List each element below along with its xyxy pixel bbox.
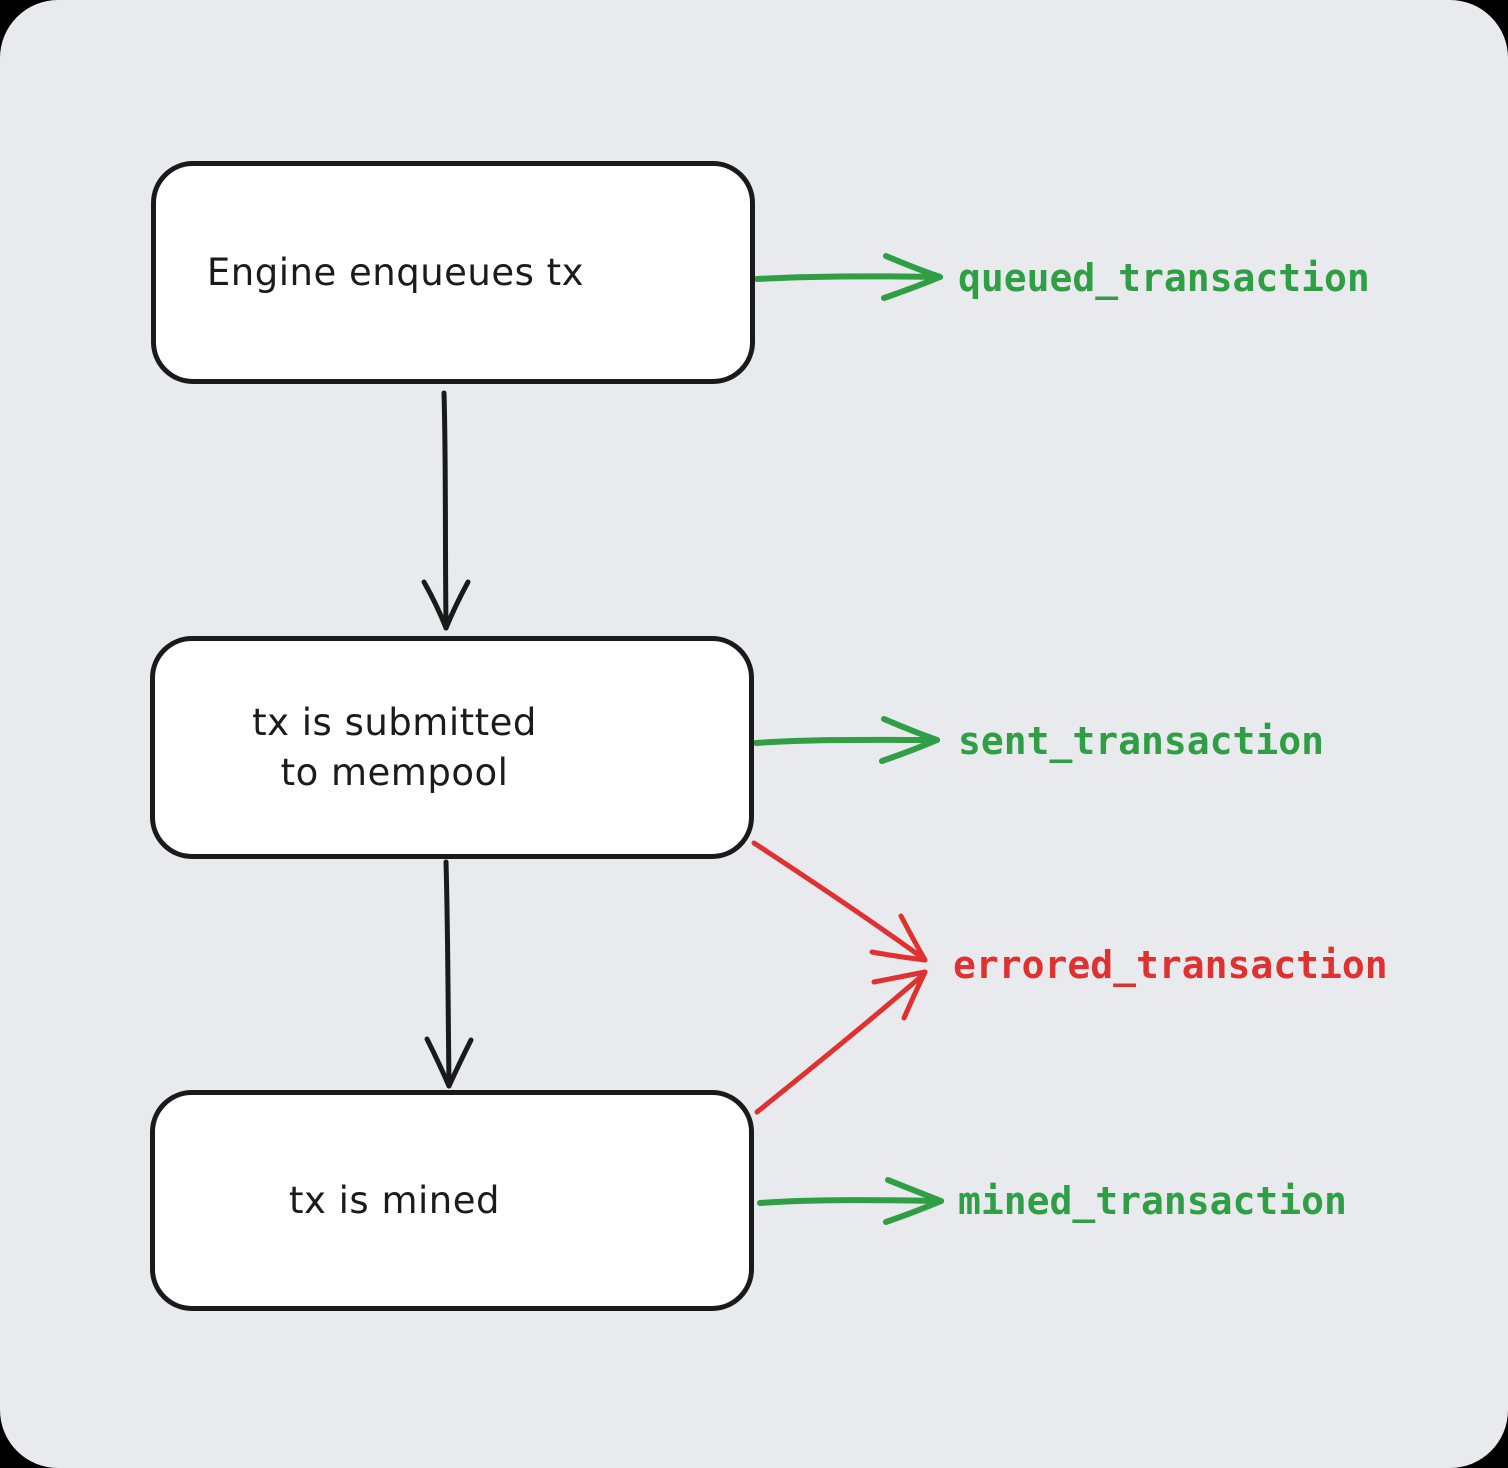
node-label: tx is mined [288,1178,500,1222]
event-label-mined-transaction: mined_transaction [958,1179,1347,1224]
node-label: Engine enqueues tx [206,250,585,294]
event-label-queued-transaction: queued_transaction [958,256,1370,301]
node-tx-submitted-to-mempool: tx is submitted to mempool [150,636,754,859]
node-label-line1: tx is submitted [252,700,537,744]
node-engine-enqueues-tx: Engine enqueues tx [151,161,755,384]
event-label-errored-transaction: errored_transaction [953,943,1388,988]
node-tx-is-mined: tx is mined [150,1090,754,1311]
node-label-line2: to mempool [280,750,509,794]
event-label-sent-transaction: sent_transaction [958,719,1325,764]
